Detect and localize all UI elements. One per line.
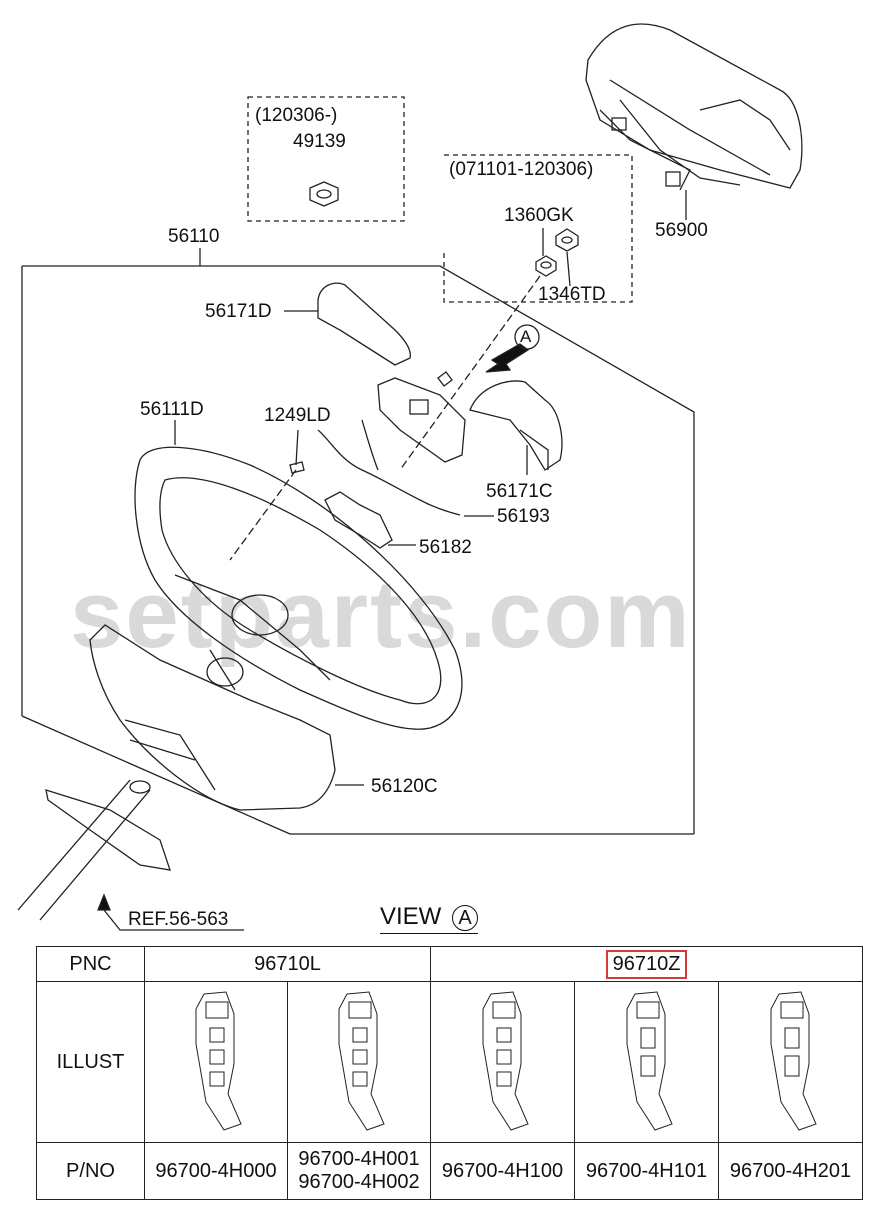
nut-1360gk [535, 255, 557, 277]
wire-harness-56193 [317, 429, 461, 516]
illust-cell-2 [287, 981, 431, 1143]
view-a-title: VIEW A [380, 903, 479, 934]
pno-cell-3: 96700-4H100 [430, 1142, 575, 1200]
switch-illustration-icon [482, 991, 529, 1131]
cover-56171d [317, 282, 411, 366]
parts-table: PNC 96710L 96710Z ILLUST [36, 946, 864, 1200]
pno-value: 96700-4H001 [298, 1148, 420, 1170]
label-1360gk: 1360GK [504, 205, 574, 226]
pno-cell-4: 96700-4H101 [574, 1142, 719, 1200]
illust-cell-1 [144, 981, 288, 1143]
switch-illustration-icon [626, 991, 673, 1131]
label-56193: 56193 [497, 506, 550, 527]
steering-wheel-56111d [134, 446, 463, 730]
label-56171d: 56171D [205, 301, 272, 322]
label-56120c: 56120C [371, 776, 438, 797]
watermark: setparts.com [70, 561, 692, 668]
nut-49139 [309, 181, 339, 207]
switch-illustration-icon [195, 991, 242, 1131]
illust-cell-4 [574, 981, 719, 1143]
assembly-outline [22, 265, 695, 834]
label-49139: 49139 [293, 131, 346, 152]
pno-cell-5: 96700-4H201 [717, 1142, 864, 1200]
pno-value: 96700-4H002 [298, 1171, 420, 1193]
label-56111d: 56111D [140, 399, 204, 420]
lower-cover-56120c [89, 624, 336, 811]
switch-illustration-icon [770, 991, 817, 1131]
illust-cell-5 [717, 981, 864, 1143]
pnc-left: 96710L [144, 946, 431, 982]
pnc-right-cell: 96710Z [429, 946, 864, 982]
pnc-header: PNC [36, 946, 145, 982]
pno-header: P/NO [36, 1142, 145, 1200]
label-1249ld: 1249LD [264, 405, 331, 426]
label-1346td: 1346TD [538, 284, 606, 305]
pnc-right-highlight: 96710Z [605, 949, 688, 979]
exploded-diagram [17, 23, 803, 931]
view-a-marker: A [520, 327, 532, 346]
pno-cell-1: 96700-4H000 [144, 1142, 288, 1200]
bolt-1249ld [289, 429, 305, 474]
label-56182: 56182 [419, 537, 472, 558]
illust-header: ILLUST [36, 981, 145, 1143]
steering-column [17, 779, 171, 921]
bracket-assembly [377, 371, 466, 463]
label-56171c: 56171C [486, 481, 553, 502]
variant-box-2 [443, 154, 633, 303]
view-circle: A [452, 905, 479, 931]
label-box2-range: (071101-120306) [449, 159, 594, 180]
nut-1346td [555, 228, 579, 252]
label-56110: 56110 [168, 226, 220, 247]
view-label: VIEW [380, 903, 442, 930]
illust-cell-3 [430, 981, 575, 1143]
label-ref: REF.56-563 [128, 909, 229, 930]
switch-56182 [324, 491, 393, 549]
airbag-module-56900 [585, 23, 803, 191]
pno-cell-2: 96700-4H001 96700-4H002 [287, 1142, 431, 1200]
switch-illustration-icon [338, 991, 385, 1131]
label-box1-range: (120306-) [255, 105, 338, 126]
variant-box-1 [247, 96, 405, 222]
cover-56171c [469, 380, 563, 471]
label-56900: 56900 [655, 220, 708, 241]
